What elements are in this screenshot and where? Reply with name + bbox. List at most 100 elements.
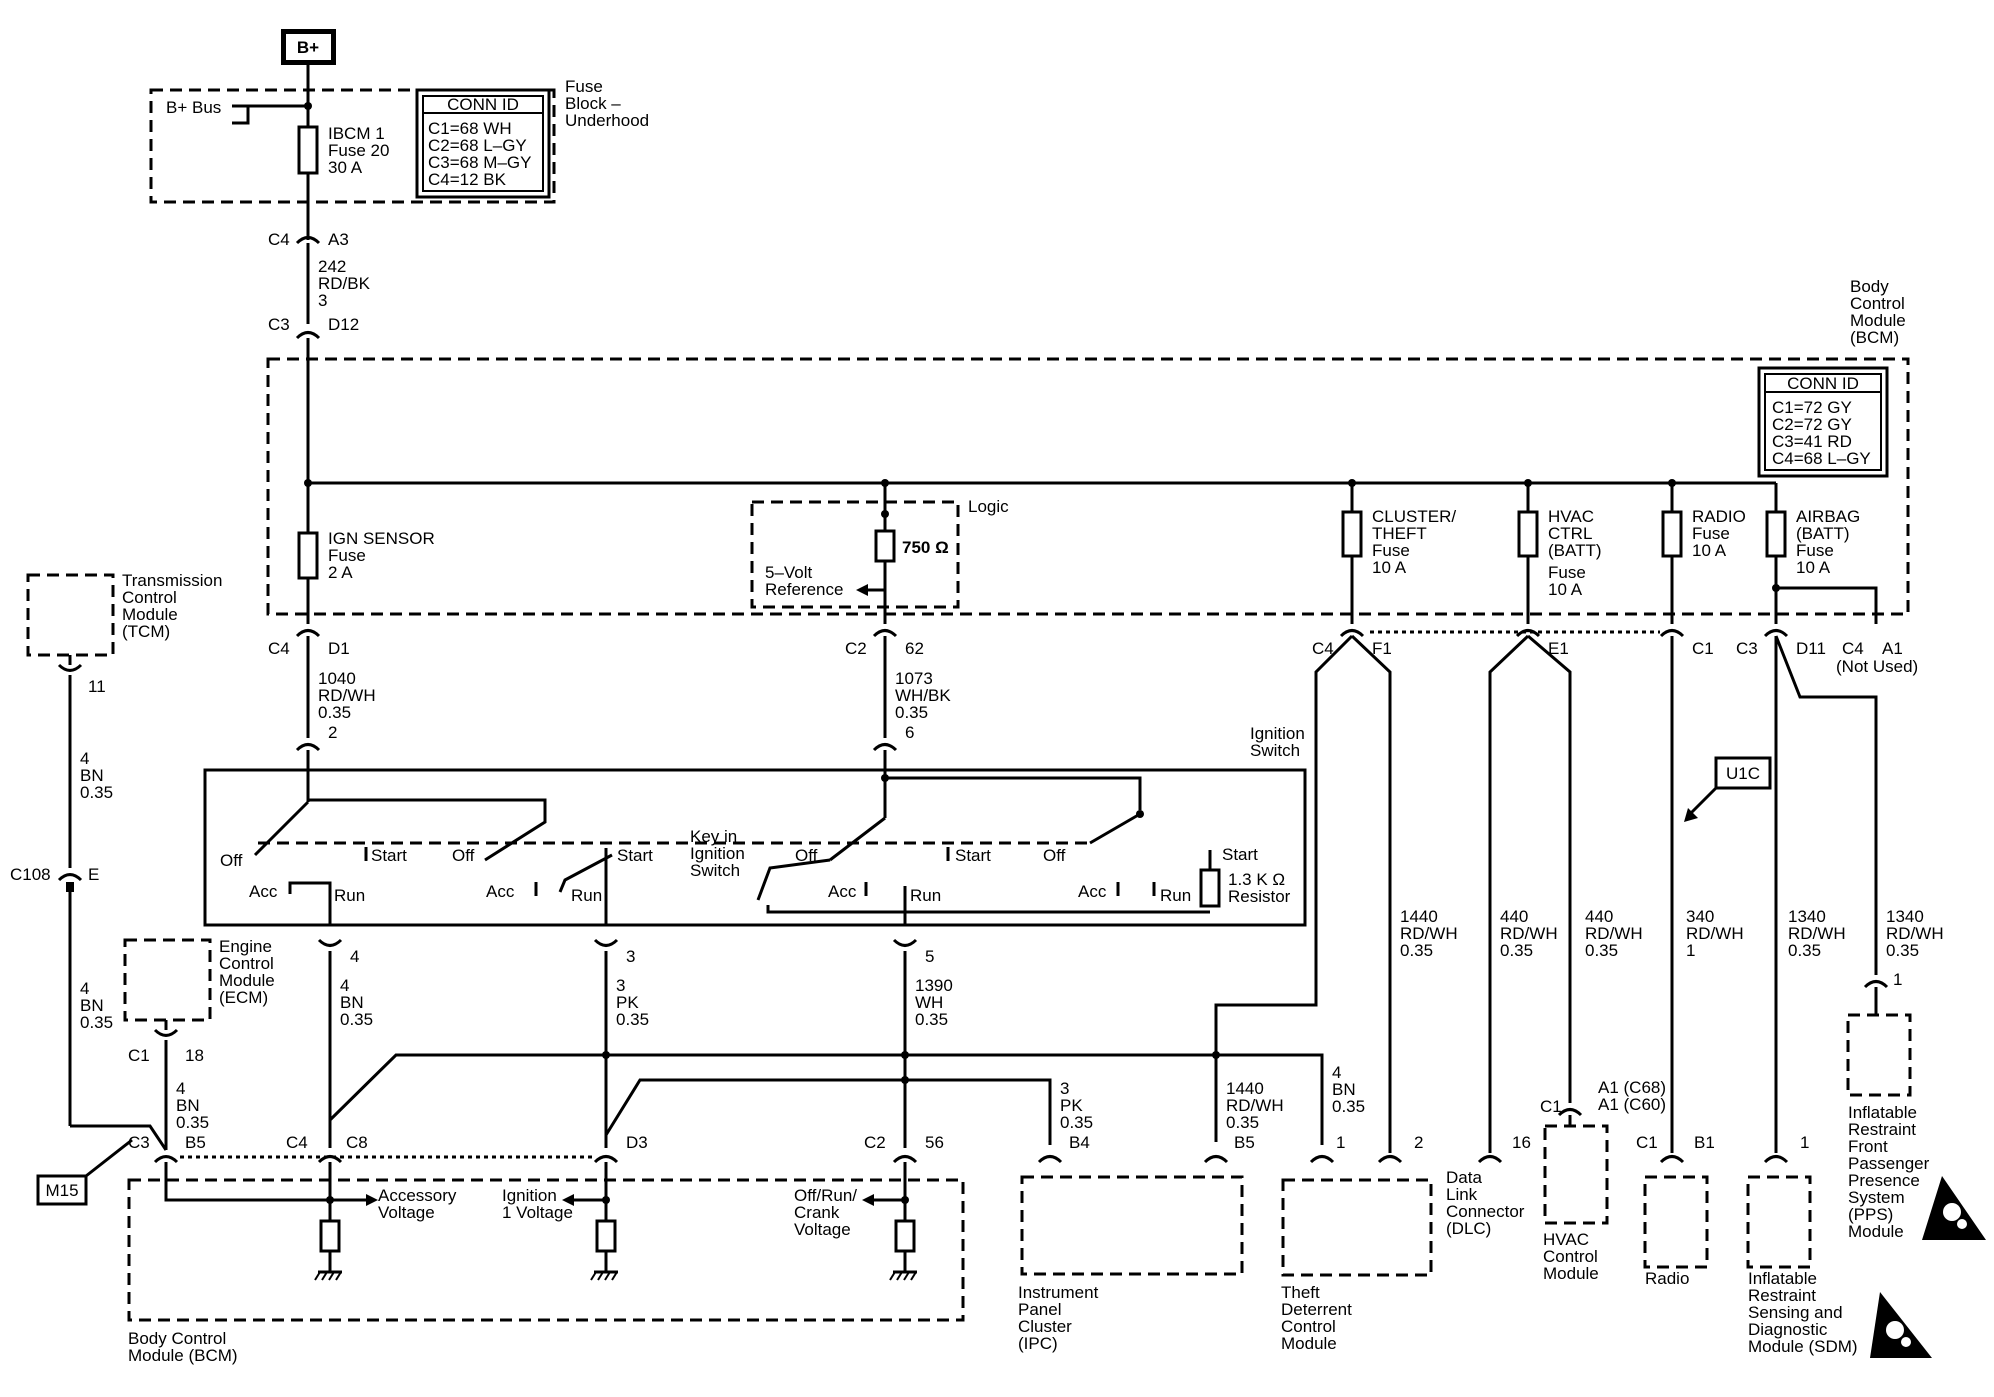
svg-text:Module (SDM): Module (SDM) xyxy=(1748,1337,1858,1356)
svg-text:0.35: 0.35 xyxy=(915,1010,948,1029)
svg-text:A1 (C68): A1 (C68) xyxy=(1598,1078,1666,1097)
svg-text:0.35: 0.35 xyxy=(895,703,928,722)
svg-text:Sensing and: Sensing and xyxy=(1748,1303,1843,1322)
svg-text:0.35: 0.35 xyxy=(616,1010,649,1029)
svg-text:RD/BK: RD/BK xyxy=(318,274,371,293)
svg-text:Logic: Logic xyxy=(968,497,1009,516)
svg-text:C1: C1 xyxy=(1540,1097,1562,1116)
svg-text:0.35: 0.35 xyxy=(1332,1097,1365,1116)
svg-text:0.35: 0.35 xyxy=(1886,941,1919,960)
svg-text:1073: 1073 xyxy=(895,669,933,688)
svg-text:4: 4 xyxy=(176,1079,185,1098)
svg-text:Acc: Acc xyxy=(486,882,515,901)
svg-text:Module: Module xyxy=(122,605,178,624)
svg-text:Switch: Switch xyxy=(1250,741,1300,760)
svg-text:2: 2 xyxy=(1414,1133,1423,1152)
svg-text:Fuse: Fuse xyxy=(1548,563,1586,582)
svg-text:10 A: 10 A xyxy=(1548,580,1583,599)
svg-text:Passenger: Passenger xyxy=(1848,1154,1930,1173)
svg-text:750 Ω: 750 Ω xyxy=(902,538,949,557)
svg-text:CONN ID: CONN ID xyxy=(1787,374,1859,393)
svg-text:56: 56 xyxy=(925,1133,944,1152)
svg-text:3: 3 xyxy=(626,947,635,966)
svg-text:0.35: 0.35 xyxy=(80,1013,113,1032)
svg-text:BN: BN xyxy=(80,766,104,785)
svg-text:B1: B1 xyxy=(1694,1133,1715,1152)
svg-text:Module: Module xyxy=(1848,1222,1904,1241)
svg-text:4: 4 xyxy=(80,749,89,768)
svg-text:THEFT: THEFT xyxy=(1372,524,1427,543)
svg-text:10 A: 10 A xyxy=(1692,541,1727,560)
svg-text:Panel: Panel xyxy=(1018,1300,1061,1319)
bplus-source: B+ xyxy=(281,29,336,90)
svg-text:Start: Start xyxy=(955,846,991,865)
svg-text:0.35: 0.35 xyxy=(80,783,113,802)
svg-text:0.35: 0.35 xyxy=(1585,941,1618,960)
svg-text:30 A: 30 A xyxy=(328,158,363,177)
svg-text:3: 3 xyxy=(616,976,625,995)
svg-text:(BATT): (BATT) xyxy=(1796,524,1850,543)
svg-text:0.35: 0.35 xyxy=(318,703,351,722)
svg-text:RADIO: RADIO xyxy=(1692,507,1746,526)
svg-text:Start: Start xyxy=(371,846,407,865)
svg-text:HVAC: HVAC xyxy=(1543,1230,1589,1249)
svg-text:Off: Off xyxy=(795,846,818,865)
svg-text:Control: Control xyxy=(1850,294,1905,313)
svg-text:Engine: Engine xyxy=(219,937,272,956)
resistor-750 xyxy=(874,529,896,563)
svg-text:Fuse 20: Fuse 20 xyxy=(328,141,389,160)
svg-text:Control: Control xyxy=(122,588,177,607)
svg-text:Module: Module xyxy=(1281,1334,1337,1353)
svg-text:1: 1 xyxy=(1800,1133,1809,1152)
svg-text:1440: 1440 xyxy=(1226,1079,1264,1098)
svg-text:440: 440 xyxy=(1500,907,1528,926)
svg-text:Run: Run xyxy=(1160,886,1191,905)
radio-module: C1 B1 Radio xyxy=(1636,1133,1715,1288)
bplus-label: B+ xyxy=(297,38,319,57)
m15-callout xyxy=(36,1174,88,1206)
svg-text:E1: E1 xyxy=(1548,639,1569,658)
svg-text:Restraint: Restraint xyxy=(1748,1286,1816,1305)
svg-text:Resistor: Resistor xyxy=(1228,887,1291,906)
svg-text:1: 1 xyxy=(1893,970,1902,989)
svg-text:B4: B4 xyxy=(1069,1133,1090,1152)
svg-text:D11: D11 xyxy=(1796,639,1826,658)
svg-text:Fuse: Fuse xyxy=(328,546,366,565)
svg-text:Run: Run xyxy=(334,886,365,905)
svg-text:RD/WH: RD/WH xyxy=(1788,924,1846,943)
svg-text:C3: C3 xyxy=(268,315,290,334)
svg-text:0.35: 0.35 xyxy=(1788,941,1821,960)
svg-text:C2: C2 xyxy=(845,639,867,658)
svg-text:0.35: 0.35 xyxy=(1060,1113,1093,1132)
svg-text:Off: Off xyxy=(220,851,243,870)
svg-text:11: 11 xyxy=(88,677,106,696)
svg-text:Fuse: Fuse xyxy=(565,77,603,96)
svg-text:Ignition: Ignition xyxy=(502,1186,557,1205)
svg-text:Fuse: Fuse xyxy=(1796,541,1834,560)
svg-text:IBCM 1: IBCM 1 xyxy=(328,124,385,143)
svg-text:Fuse: Fuse xyxy=(1692,524,1730,543)
switch-to-modules-wiring: 4 BN 0.35 3 PK 0.35 1390 WH 0.35 3 PK 0.… xyxy=(328,951,1365,1148)
svg-text:3: 3 xyxy=(1060,1079,1069,1098)
svg-text:System: System xyxy=(1848,1188,1905,1207)
svg-text:C4: C4 xyxy=(268,639,290,658)
svg-text:CLUSTER/: CLUSTER/ xyxy=(1372,507,1456,526)
svg-text:Body: Body xyxy=(1850,277,1889,296)
svg-text:C1: C1 xyxy=(1636,1133,1658,1152)
svg-text:Cluster: Cluster xyxy=(1018,1317,1072,1336)
fuse-airbag: AIRBAG (BATT) Fuse 10 A xyxy=(1765,483,1878,624)
svg-text:C4: C4 xyxy=(1312,639,1334,658)
svg-text:BN: BN xyxy=(176,1096,200,1115)
svg-text:C1=72 GY: C1=72 GY xyxy=(1772,398,1852,417)
svg-text:C108: C108 xyxy=(10,865,51,884)
svg-text:CONN ID: CONN ID xyxy=(447,95,519,114)
pps-module: 1 Inflatable Restraint Front Passenger P… xyxy=(1846,970,1986,1241)
fuse-cluster-theft: CLUSTER/ THEFT Fuse 10 A xyxy=(1341,483,1456,624)
svg-text:C8: C8 xyxy=(346,1133,368,1152)
bplus-bus-label: B+ Bus xyxy=(166,98,221,117)
svg-text:4: 4 xyxy=(1332,1063,1341,1082)
svg-text:WH/BK: WH/BK xyxy=(895,686,951,705)
data-link-connector: 16 Data Link Connector (DLC) xyxy=(1446,1133,1531,1238)
svg-text:Switch: Switch xyxy=(690,861,740,880)
svg-text:Module: Module xyxy=(1543,1264,1599,1283)
